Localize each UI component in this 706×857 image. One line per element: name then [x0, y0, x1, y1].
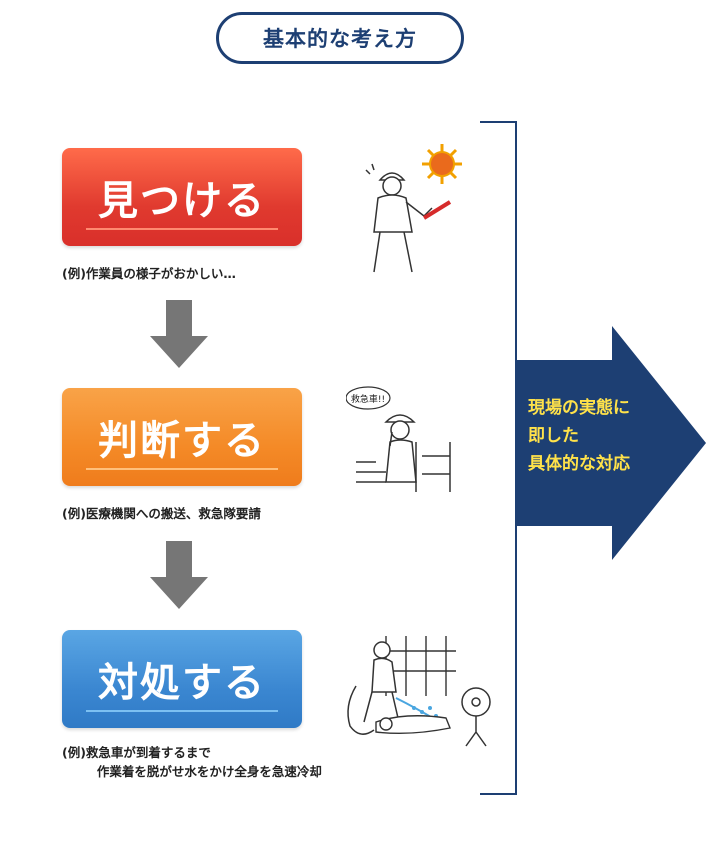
speech-bubble-text: 救急車!!	[351, 393, 385, 405]
scaffold	[385, 636, 456, 696]
cooling-worker-illustration	[347, 636, 491, 747]
worker-figure	[365, 163, 433, 273]
practical-response-text: 現場の実態に 即した 具体的な対応	[528, 398, 630, 474]
collapsed-worker	[375, 715, 451, 735]
step-judge-example: (例)医療機関への搬送、救急隊要請	[62, 506, 261, 521]
hot-worker-illustration	[365, 144, 462, 273]
divider	[86, 468, 278, 470]
fan-icon	[461, 687, 491, 747]
worker-figure	[347, 641, 399, 735]
step-judge-label: 判断する	[98, 418, 266, 464]
flag-stick	[422, 200, 452, 220]
step-handle-label: 対処する	[98, 660, 266, 706]
divider	[86, 228, 278, 230]
speech-bubble	[346, 386, 391, 410]
step-find-box: 見つける	[62, 148, 302, 246]
page-title: 基本的な考え方	[216, 12, 464, 64]
step-handle-box: 対処する	[62, 630, 302, 728]
down-arrow-icon	[150, 541, 208, 609]
step-judge-box: 判断する	[62, 388, 302, 486]
step-find-example: (例)作業員の様子がおかしい…	[62, 266, 236, 281]
sun-icon	[422, 144, 462, 184]
divider	[86, 710, 278, 712]
step-handle-example: (例)救急車が到着するまで 作業着を脱がせ水をかけ全身を急速冷却	[62, 745, 322, 779]
right-arrow-icon	[516, 326, 706, 560]
down-arrow-icon	[150, 300, 208, 368]
worker-figure	[356, 414, 451, 492]
calling-worker-illustration: 救急車!!	[346, 386, 451, 492]
step-find-label: 見つける	[98, 178, 266, 224]
